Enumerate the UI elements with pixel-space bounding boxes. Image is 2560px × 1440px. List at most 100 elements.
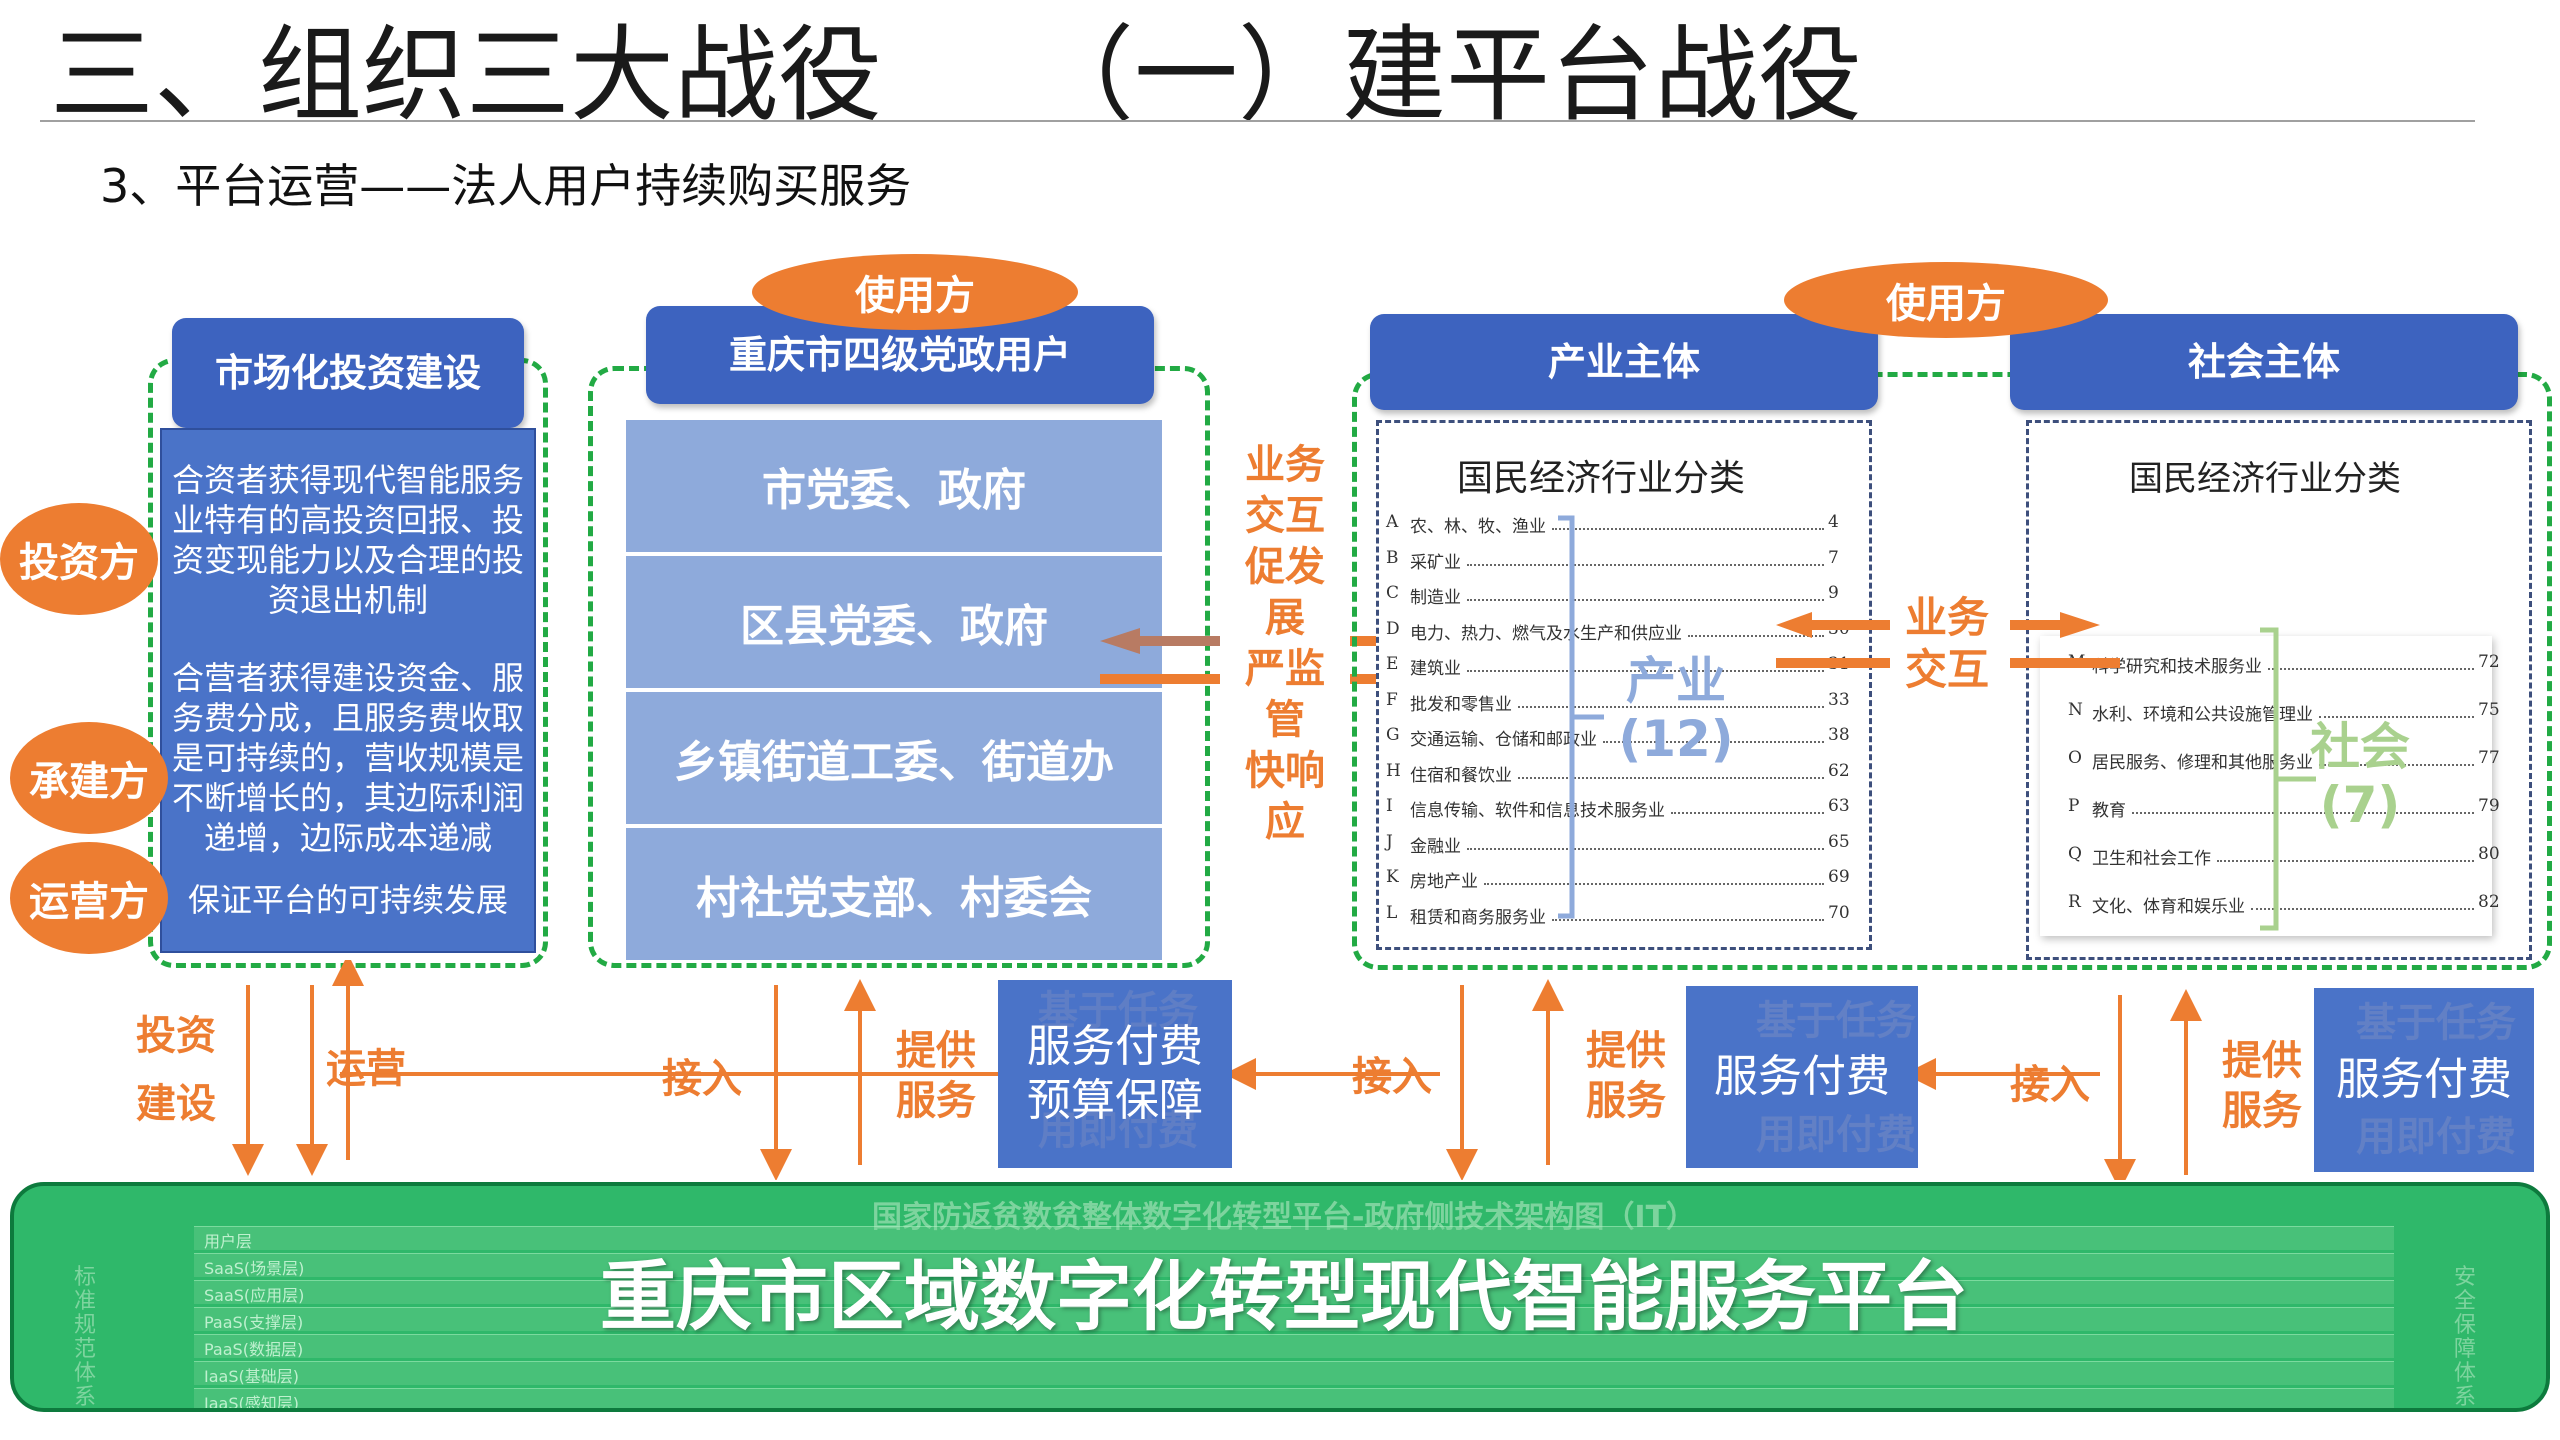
industry-row-name: 电力、热力、燃气及水生产和供应业	[1410, 623, 1682, 644]
investment-text-1: 合资者获得现代智能服务业特有的高投资回报、投资变现能力以及合理的投资退出机制	[172, 461, 525, 619]
industry-row-name: 信息传输、软件和信息技术服务业	[1410, 801, 1665, 821]
pay-ghost-line: 用即付费	[1756, 1112, 1916, 1158]
society-row-name: 卫生和社会工作	[2092, 849, 2211, 869]
platform-ghost-row: IaaS(感知层)	[194, 1388, 2394, 1408]
platform-ghost-row-label: 用户层	[204, 1232, 253, 1251]
industry-row-code: L	[1386, 902, 1398, 923]
industry-row-name: 建筑业	[1410, 659, 1461, 679]
industry-row-page: 63	[1828, 796, 1850, 816]
platform-ghost-row: PaaS(支撑层)	[194, 1307, 2394, 1332]
industry-row-name: 租赁和商务服务业	[1410, 907, 1546, 928]
platform-bar: 国家防返贫数贫整体数字化转型平台-政府侧技术架构图（IT） 标准规范体系 安全保…	[10, 1182, 2550, 1412]
gov-level-village: 村社党支部、村委会	[626, 828, 1162, 960]
gov-level-township: 乡镇街道工委、街道办	[626, 692, 1162, 828]
industry-row-name: 交通运输、仓储和邮政业	[1410, 730, 1597, 750]
page-title-part2: （一）建平台战役	[1030, 14, 1863, 136]
gov-levels: 市党委、政府 区县党委、政府 乡镇街道工委、街道办 村社党支部、村委会	[626, 420, 1162, 960]
society-row-code: R	[2068, 892, 2081, 912]
platform-ghost-row-label: PaaS(支撑层)	[204, 1313, 304, 1332]
gov-access-label: 接入	[662, 1056, 742, 1102]
pay-ghost-line: 用即付费	[2356, 1114, 2516, 1160]
society-count: (7)	[2319, 776, 2401, 834]
society-label: 社会	[2310, 718, 2410, 776]
society-row-leader	[2319, 716, 2474, 718]
investment-text-2: 合营者获得建设资金、服务费分成，且服务费收取是可持续的，营收规模是不断增长的，其…	[172, 659, 525, 857]
pay-line: 服务付费	[1714, 1051, 1890, 1102]
invest-line: 建设	[136, 1081, 216, 1127]
investment-panel: 合资者获得现代智能服务业特有的高投资回报、投资变现能力以及合理的投资退出机制 合…	[160, 428, 536, 953]
society-row-code: N	[2068, 700, 2083, 720]
platform-ghost-row: IaaS(基础层)	[194, 1361, 2394, 1386]
industry-row-leader	[1603, 741, 1824, 743]
platform-name: 重庆市区域数字化转型现代智能服务平台	[600, 1252, 1968, 1341]
investment-text-3: 保证平台的可持续发展	[187, 881, 508, 919]
society-payment-box: 基于任务 用即付费 服务付费	[2314, 988, 2534, 1172]
society-row-code: O	[2068, 748, 2082, 768]
goal-line: 交互	[1245, 493, 1325, 539]
investment-heading: 市场化投资建设	[172, 318, 524, 428]
industry-row-leader	[1518, 705, 1824, 708]
society-inner-page	[2040, 636, 2492, 936]
industry-row-name: 批发和零售业	[1410, 694, 1512, 715]
platform-ghost-row-label: SaaS(应用层)	[204, 1286, 305, 1305]
platform-ghost-right: 安全保障体系	[2454, 1265, 2477, 1410]
society-row-leader	[2251, 908, 2474, 910]
industry-row-page: 69	[1828, 867, 1850, 887]
industry-row-code: B	[1386, 547, 1399, 568]
page-subtitle: 3、平台运营——法人用户持续购买服务	[100, 159, 912, 213]
society-row-page: 80	[2478, 844, 2500, 864]
industry-row-page: 65	[1828, 831, 1850, 852]
industry-row-leader	[1467, 599, 1824, 601]
industry-bracket	[1558, 515, 1604, 919]
platform-ghost-left: 标准规范体系	[74, 1265, 97, 1410]
platform-ghost-row-label: PaaS(数据层)	[204, 1340, 304, 1359]
industry-row-name: 住宿和餐饮业	[1410, 765, 1512, 786]
enterprise-group-frame	[1352, 372, 2552, 970]
industry-row-page: 33	[1828, 689, 1850, 710]
society-doc-title: 国民经济行业分类	[2129, 459, 2401, 499]
industry-row-leader	[1518, 776, 1824, 779]
goal-line: 严监	[1245, 646, 1325, 692]
industry-row-page: 62	[1828, 760, 1850, 781]
industry-row-leader	[1484, 883, 1824, 885]
goal-line: 展	[1265, 595, 1305, 641]
industry-heading: 产业主体	[1370, 314, 1878, 410]
industry-row-code: E	[1386, 654, 1399, 674]
industry-row-name: 金融业	[1410, 836, 1461, 857]
industry-row-code: A	[1386, 512, 1399, 532]
society-row-leader	[2217, 860, 2474, 862]
platform-ghost-row-label: SaaS(场景层)	[204, 1259, 305, 1278]
society-row-code: Q	[2068, 844, 2082, 864]
role-builder: 承建方	[10, 722, 168, 834]
flow-arrows	[232, 960, 2202, 1180]
society-heading: 社会主体	[2010, 314, 2518, 410]
industry-row-code: D	[1386, 618, 1400, 639]
society-row-page: 75	[2478, 700, 2500, 720]
industry-row-leader	[1552, 528, 1824, 530]
platform-ghost-rows: 用户层 SaaS(场景层) SaaS(应用层) PaaS(支撑层) PaaS(数据层) I…	[194, 1226, 2394, 1408]
industry-row-code: H	[1386, 760, 1401, 781]
society-row-page: 77	[2478, 748, 2500, 768]
gov-provide-label: 提供 服务	[896, 1026, 976, 1126]
industry-count: (12)	[1618, 710, 1734, 768]
pay-ghost-line: 基于任务	[2356, 1000, 2516, 1046]
industry-row-code: G	[1386, 725, 1400, 745]
provide-line: 提供	[2222, 1038, 2302, 1084]
society-row-page: 79	[2478, 796, 2500, 816]
pay-ghost-line: 基于任务	[1756, 998, 1916, 1044]
pay-ghost-line: 用即付费	[1038, 1108, 1198, 1154]
title-divider	[40, 120, 2475, 122]
platform-ghost-row: 用户层	[194, 1226, 2394, 1251]
industry-row-page: 38	[1828, 725, 1850, 745]
society-provide-label: 提供 服务	[2222, 1036, 2302, 1136]
role-operator: 运营方	[10, 842, 168, 954]
society-row-name: 文化、体育和娱乐业	[2092, 897, 2245, 917]
industry-access-label: 接入	[1352, 1054, 1432, 1100]
gov-user-tag: 使用方	[752, 254, 1078, 330]
industry-row-page: 4	[1828, 512, 1839, 532]
role-investor: 投资方	[0, 503, 158, 615]
interaction-line: 业务	[1904, 593, 1989, 642]
industry-provide-label: 提供 服务	[1586, 1026, 1666, 1126]
invest-build-label: 投资 建设	[136, 1002, 216, 1138]
industry-row-leader	[1552, 918, 1824, 921]
